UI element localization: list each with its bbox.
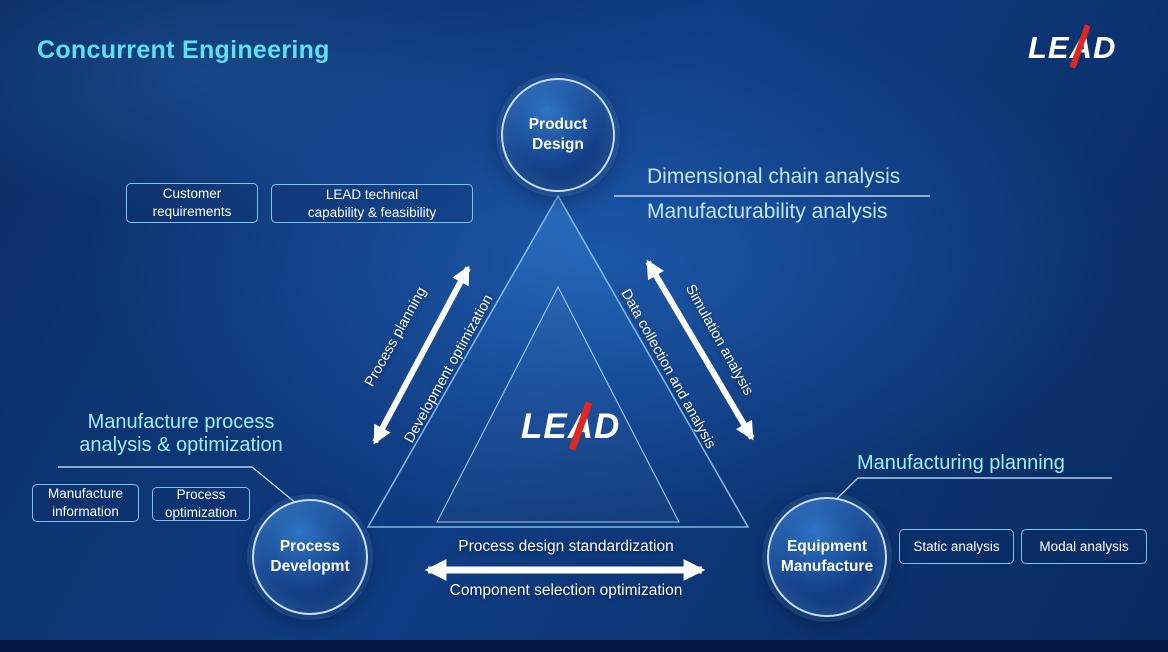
center-logo: LEAD: [521, 400, 620, 451]
info-box-static-analysis: Static analysis: [899, 529, 1014, 564]
node-process-development: Process Developmt: [252, 499, 368, 615]
callout-dimensional-chain-analysis: Dimensional chain analysis: [647, 165, 901, 188]
info-box-modal-analysis: Modal analysis: [1021, 529, 1147, 564]
edge-label-component-selection-optimization: Component selection optimization: [449, 582, 683, 599]
edge-label-process-planning: Process planning: [362, 284, 430, 390]
bottom-strip: [0, 640, 1168, 652]
callout-manufacturing-planning: Manufacturing planning: [857, 452, 1065, 474]
node-product-design: Product Design: [501, 78, 615, 192]
outer-triangle: [366, 194, 750, 528]
edge-label-process-design-standardization: Process design standardization: [458, 538, 674, 555]
edge-label-simulation-analysis: Simulation analysis: [681, 281, 757, 399]
info-box-manufacture-information: Manufacture information: [32, 484, 139, 522]
info-box-lead-technical: LEAD technical capability & feasibility: [271, 184, 473, 223]
info-box-process-optimization: Process optimization: [152, 487, 250, 521]
info-box-customer-requirements: Customer requirements: [126, 183, 258, 223]
callout-manufacture-process: Manufacture process analysis & optimizat…: [79, 411, 283, 456]
brand-logo: LEAD: [1028, 24, 1116, 70]
node-equipment-manufacture: Equipment Manufacture: [767, 497, 887, 617]
page-title: Concurrent Engineering: [37, 36, 330, 64]
callout-manufacturability-analysis: Manufacturability analysis: [647, 200, 888, 223]
